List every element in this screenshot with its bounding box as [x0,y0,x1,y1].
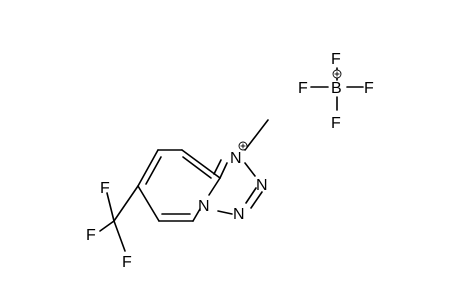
tetrazole-ring-bonds [213,159,263,215]
bond-n3-n4 [217,210,233,215]
bond-n2-n3 [250,191,263,209]
atom-bf-right: F [364,80,374,97]
bond-c10-n1 [219,162,228,179]
atom-labels: N N N N F F F B F F F F [86,51,374,271]
bond-c7-cf3 [113,185,139,222]
charge-n1 [238,141,248,151]
bond-c6-c7-inner [145,156,162,185]
pyridine-ring-bonds [137,149,221,222]
bond-n4-c10 [208,177,221,196]
bond-c9-n4 [192,208,201,222]
trifluoromethyl-bonds [99,185,139,252]
atom-bf-left: F [298,80,308,97]
atom-n1: N [230,150,242,167]
atom-f3: F [122,254,132,271]
charge-boron [332,69,342,79]
bond-n2-n3-double [245,187,257,204]
bond-n1-n2 [244,162,256,177]
atom-f2: F [86,227,96,244]
bond-c10-c5-inner [182,156,212,179]
bond-c10-n1-double [213,159,222,175]
bond-cf3-f1 [106,192,115,222]
atom-n4: N [198,198,210,215]
bond-cf3-f2 [99,220,115,232]
bond-c6-c7 [137,149,159,187]
atom-bf-top: F [331,51,341,68]
atom-bf-bottom: F [331,115,341,132]
bond-n1-methyl [244,119,269,151]
atom-boron: B [331,80,342,97]
bond-cf3-f3 [113,220,126,252]
atom-n3: N [233,206,245,223]
atom-n2: N [256,177,268,194]
atom-f1: F [100,180,110,197]
bond-c7-c8 [137,185,160,222]
